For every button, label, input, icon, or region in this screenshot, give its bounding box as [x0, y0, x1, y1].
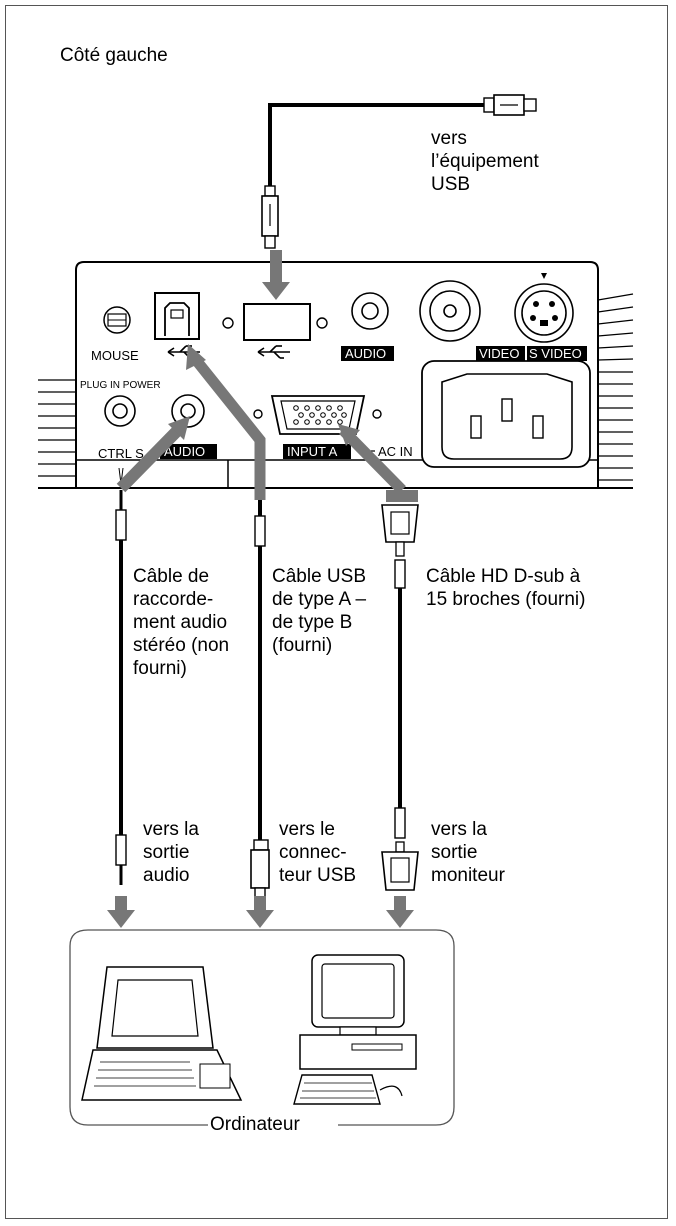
- callout-to-usb-connector: vers le connec- teur USB: [279, 819, 357, 886]
- callout-usb-equipment: vers l’équipement USB: [431, 128, 539, 195]
- usb-cable-to-computer: [250, 488, 270, 901]
- audio-top-label: AUDIO: [345, 346, 386, 361]
- callout-audio-cable: Câble de raccorde- ment audio stéréo (no…: [133, 566, 230, 679]
- ctrl-s-label: CTRL S: [98, 446, 144, 461]
- computer-group-label: Ordinateur: [210, 1114, 300, 1135]
- projector-side-panel: MOUSE AUDIO VIDEO S VIDEO PLUG IN POWER …: [38, 261, 634, 489]
- laptop-icon: [81, 966, 243, 1101]
- callout-usb-cable: Câble USB de type A – de type B (fourni): [272, 566, 367, 656]
- arrow-to-usb-a: [262, 250, 290, 300]
- ctrl-s-jack: [104, 395, 136, 427]
- desktop-computer-icon: [293, 954, 417, 1105]
- ac-in-socket: [421, 360, 591, 468]
- video-jack: [419, 280, 481, 342]
- usb-a-port: [243, 303, 328, 341]
- hd-dsub-cable: [338, 424, 419, 891]
- arrow-to-audio-jack: [116, 416, 190, 493]
- usb-b-port: [154, 292, 234, 340]
- down-arrows: [107, 896, 414, 928]
- usb-cable-to-equipment: [261, 94, 537, 249]
- video-label: VIDEO: [479, 346, 519, 361]
- callout-to-audio-out: vers la sortie audio: [143, 819, 199, 886]
- arrow-to-usb-b: [186, 344, 266, 500]
- ac-in-label: AC IN: [378, 444, 413, 459]
- audio-in-jack-top: [351, 292, 389, 330]
- section-title: Côté gauche: [60, 45, 168, 66]
- mouse-port: [103, 306, 131, 334]
- callout-to-monitor-out: vers la sortie moniteur: [431, 819, 505, 886]
- s-video-jack: [514, 273, 574, 343]
- input-a-label: INPUT A: [287, 444, 338, 459]
- computer-group: [69, 929, 455, 1126]
- plug-in-power-label: PLUG IN POWER: [80, 380, 161, 391]
- mouse-label: MOUSE: [91, 348, 139, 363]
- audio-cable: [115, 467, 127, 885]
- audio-bottom-label: AUDIO: [164, 444, 205, 459]
- s-video-label: S VIDEO: [529, 346, 582, 361]
- diagram-frame: [5, 5, 668, 1219]
- audio-in-jack-bottom: [171, 394, 263, 428]
- callout-hd-cable: Câble HD D-sub à 15 broches (fourni): [426, 566, 586, 610]
- usb-symbol-icon: [257, 345, 290, 359]
